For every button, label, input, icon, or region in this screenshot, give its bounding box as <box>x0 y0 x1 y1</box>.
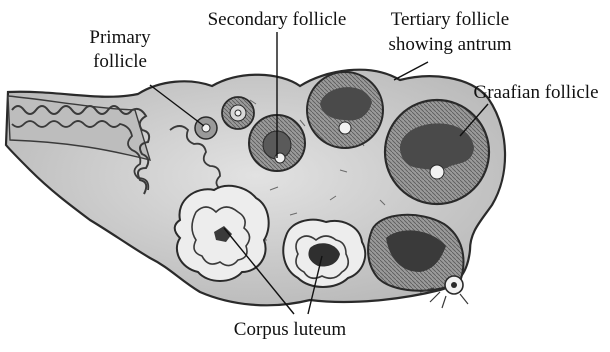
graafian-follicle <box>385 100 489 204</box>
primary-follicle-label-line2: follicle <box>93 51 147 72</box>
corpus-luteum-2 <box>283 220 365 287</box>
tertiary-follicle-label-line2: showing antrum <box>389 34 512 55</box>
tertiary-follicle-label-line1: Tertiary follicle <box>391 9 509 30</box>
tertiary-follicle <box>307 72 383 148</box>
small-follicle <box>222 97 254 129</box>
secondary-follicle-label: Secondary follicle <box>208 9 347 30</box>
corpus-luteum-label: Corpus luteum <box>234 319 347 340</box>
corpus-luteum-1 <box>175 186 269 281</box>
graafian-follicle-label: Graafian follicle <box>473 82 598 103</box>
primary-follicle <box>195 117 217 139</box>
primary-follicle-label-line1: Primary <box>89 27 151 48</box>
